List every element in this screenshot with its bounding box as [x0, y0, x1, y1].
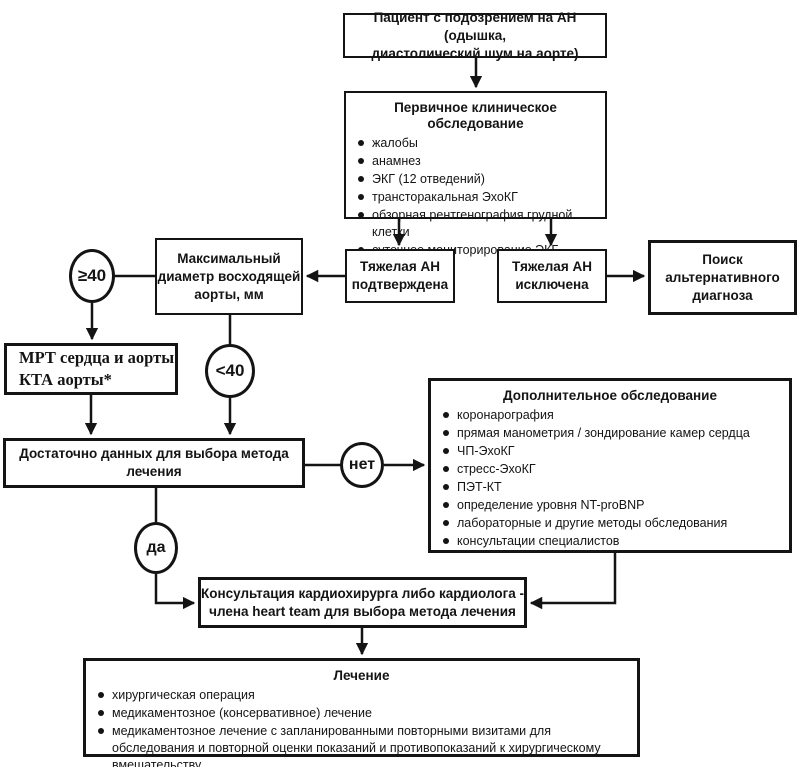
node-max-diameter-line1: Максимальный — [177, 250, 281, 266]
decision-ge40-label: ≥40 — [77, 266, 107, 285]
list-item: ЭКГ (12 отведений) — [358, 171, 596, 188]
node-primary-exam-list: жалобы анамнез ЭКГ (12 отведений) транст… — [355, 135, 596, 259]
bullet-icon — [443, 466, 449, 472]
bullet-icon — [358, 140, 364, 146]
bullet-icon — [443, 520, 449, 526]
bullet-icon — [358, 194, 364, 200]
list-item: консультации специалистов — [443, 533, 780, 550]
list-item: ЧП-ЭхоКГ — [443, 443, 780, 460]
bullet-icon — [358, 158, 364, 164]
list-item: трансторакальная ЭхоКГ — [358, 189, 596, 206]
node-primary-exam-title: Первичное клиническое обследование — [394, 100, 557, 131]
node-patient: Пациент с подозрением на АН (одышка, диа… — [343, 10, 607, 61]
bullet-icon — [98, 692, 104, 698]
node-max-diameter: Максимальный диаметр восходящей аорты, м… — [155, 238, 303, 315]
list-item: стресс-ЭхоКГ — [443, 461, 780, 478]
decision-lt40: <40 — [205, 344, 255, 398]
bullet-icon — [443, 502, 449, 508]
arrow-additional-to-consult — [529, 553, 617, 610]
list-item-label: медикаментозное лечение с запланированны… — [112, 724, 601, 767]
list-item-label: хирургическая операция — [112, 688, 255, 702]
list-item-label: ЧП-ЭхоКГ — [457, 444, 515, 458]
decision-ge40: ≥40 — [69, 249, 115, 303]
node-patient-line2: диастолический шум на аорте) — [371, 45, 579, 61]
bullet-icon — [98, 728, 104, 734]
node-mrt-line2: КТА аорты* — [19, 370, 112, 389]
bullet-icon — [443, 484, 449, 490]
node-mrt-line1: МРТ сердца и аорты — [19, 348, 175, 367]
decision-no: нет — [340, 442, 384, 488]
node-alt-diagnosis: Поиск альтернативного диагноза — [648, 240, 797, 315]
node-additional-exam-list: коронарография прямая манометрия / зонди… — [440, 407, 780, 550]
node-treatment: Лечение хирургическая операция медикамен… — [83, 658, 640, 767]
list-item: медикаментозное лечение с запланированны… — [98, 723, 628, 767]
node-an-confirmed-line2: подтверждена — [351, 277, 449, 292]
list-item-label: определение уровня NT-proBNP — [457, 498, 645, 512]
list-item-label: трансторакальная ЭхоКГ — [372, 190, 518, 204]
list-item-label: стресс-ЭхоКГ — [457, 462, 536, 476]
bullet-icon — [443, 538, 449, 544]
bullet-icon — [358, 176, 364, 182]
node-consultation: Консультация кардиохирурга либо кардиоло… — [198, 577, 527, 628]
node-max-diameter-line2: диаметр восходящей — [157, 268, 301, 284]
bullet-icon — [358, 212, 364, 218]
node-consultation-line1: Консультация кардиохирурга либо кардиоло… — [201, 585, 524, 601]
list-item-label: прямая манометрия / зондирование камер с… — [457, 426, 750, 440]
list-item-label: жалобы — [372, 136, 418, 150]
list-item: медикаментозное (консервативное) лечение — [98, 705, 628, 722]
node-enough-data-line1: Достаточно данных для выбора метода — [19, 446, 289, 461]
list-item: определение уровня NT-proBNP — [443, 497, 780, 514]
bullet-icon — [443, 448, 449, 454]
bullet-icon — [443, 430, 449, 436]
list-item: анамнез — [358, 153, 596, 170]
node-an-excluded-line1: Тяжелая АН — [512, 259, 592, 274]
node-additional-exam: Дополнительное обследование коронарограф… — [428, 378, 792, 553]
node-alt-diagnosis-line1: Поиск — [702, 251, 743, 267]
node-enough-data: Достаточно данных для выбора метода лече… — [3, 438, 305, 488]
list-item: хирургическая операция — [98, 687, 628, 704]
node-an-confirmed-line1: Тяжелая АН — [360, 259, 440, 274]
decision-yes-label: да — [146, 539, 166, 556]
bullet-icon — [98, 710, 104, 716]
node-patient-line1: Пациент с подозрением на АН (одышка, — [373, 9, 577, 43]
list-item: жалобы — [358, 135, 596, 152]
node-alt-diagnosis-line3: диагноза — [692, 287, 753, 303]
list-item-label: обзорная рентгенография грудной клетки — [372, 208, 573, 239]
list-item-label: анамнез — [372, 154, 421, 168]
decision-yes: да — [134, 522, 178, 574]
node-an-excluded-line2: исключена — [515, 277, 589, 292]
arrow-yes-to-consult — [154, 574, 196, 610]
decision-no-label: нет — [348, 456, 376, 473]
node-treatment-title: Лечение — [333, 668, 390, 683]
list-item: прямая манометрия / зондирование камер с… — [443, 425, 780, 442]
list-item: коронарография — [443, 407, 780, 424]
list-item: обзорная рентгенография грудной клетки — [358, 207, 596, 241]
list-item-label: ПЭТ-КТ — [457, 480, 502, 494]
list-item: ПЭТ-КТ — [443, 479, 780, 496]
node-primary-exam: Первичное клиническое обследование жалоб… — [344, 91, 607, 257]
node-consultation-line2: члена heart team для выбора метода лечен… — [209, 603, 516, 619]
node-an-confirmed: Тяжелая АН подтверждена — [345, 249, 455, 303]
node-treatment-list: хирургическая операция медикаментозное (… — [95, 687, 628, 767]
node-enough-data-line2: лечения — [126, 464, 182, 479]
list-item: лабораторные и другие методы обследовани… — [443, 515, 780, 532]
node-mrt-cta: МРТ сердца и аорты КТА аорты* — [4, 343, 178, 395]
node-an-excluded: Тяжелая АН исключена — [497, 249, 607, 303]
node-max-diameter-line3: аорты, мм — [194, 286, 264, 302]
list-item-label: лабораторные и другие методы обследовани… — [457, 516, 728, 530]
bullet-icon — [443, 412, 449, 418]
list-item-label: консультации специалистов — [457, 534, 620, 548]
node-additional-exam-title: Дополнительное обследование — [502, 388, 717, 403]
list-item-label: медикаментозное (консервативное) лечение — [112, 706, 372, 720]
node-alt-diagnosis-line2: альтернативного — [665, 269, 780, 285]
list-item-label: ЭКГ (12 отведений) — [372, 172, 485, 186]
decision-lt40-label: <40 — [215, 361, 245, 380]
list-item-label: коронарография — [457, 408, 554, 422]
